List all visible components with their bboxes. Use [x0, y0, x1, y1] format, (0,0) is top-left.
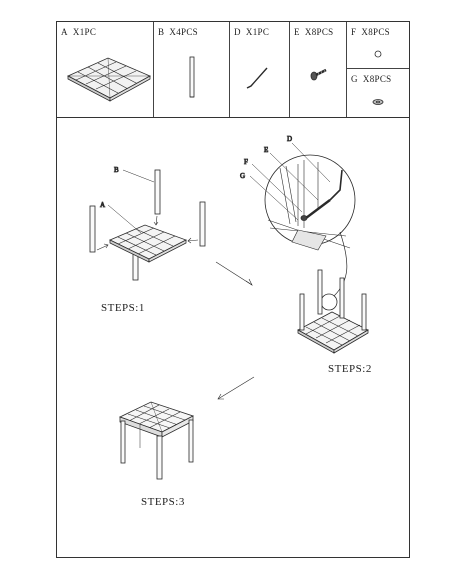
part-f-qty: X8PCS — [361, 27, 390, 37]
part-f-label: F X8PCS — [351, 27, 390, 37]
part-e-label: E X8PCS — [294, 27, 333, 37]
part-cell-d: D X1PC — [230, 22, 290, 117]
part-a-letter: A — [61, 27, 68, 37]
part-g-label: G X8PCS — [351, 74, 391, 84]
part-b-letter: B — [158, 27, 165, 37]
part-g-qty: X8PCS — [362, 74, 392, 84]
part-b-qty: X4PCS — [169, 27, 198, 37]
part-d-qty: X1PC — [245, 27, 270, 37]
part-cell-g: G X8PCS — [347, 69, 409, 118]
parts-list: A X1PC B X4PCS D X1PC E X8PCS F X8PCS G … — [57, 22, 409, 118]
step-1-label: STEPS:1 — [101, 302, 145, 314]
part-e-letter: E — [294, 27, 300, 37]
part-d-letter: D — [234, 27, 241, 37]
part-d-label: D X1PC — [234, 27, 269, 37]
part-a-qty: X1PC — [72, 27, 97, 37]
part-cell-f: F X8PCS — [347, 22, 409, 69]
instruction-sheet: A X1PC B X4PCS D X1PC E X8PCS F X8PCS G … — [56, 21, 410, 558]
part-b-label: B X4PCS — [158, 27, 198, 37]
part-cell-b: B X4PCS — [154, 22, 230, 117]
part-cell-e: E X8PCS — [290, 22, 347, 117]
step-2-label: STEPS:2 — [328, 363, 372, 375]
part-f-letter: F — [351, 27, 357, 37]
part-e-qty: X8PCS — [304, 27, 334, 37]
part-a-label: A X1PC — [61, 27, 96, 37]
part-cell-a: A X1PC — [57, 22, 154, 117]
step-3-label: STEPS:3 — [141, 496, 185, 508]
part-g-letter: G — [351, 74, 358, 84]
part-cell-fg: F X8PCS G X8PCS — [347, 22, 409, 117]
